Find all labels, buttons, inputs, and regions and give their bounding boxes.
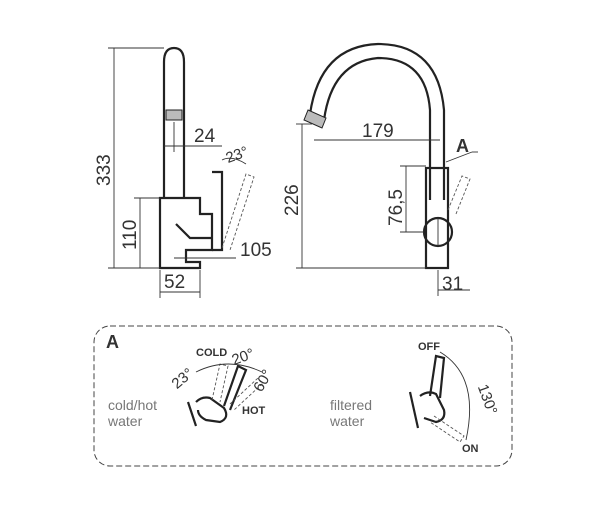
front-spout-inner — [322, 56, 432, 200]
side-body — [158, 196, 214, 270]
f-off-label: OFF — [418, 341, 440, 353]
detail-title: A — [106, 332, 119, 352]
ch-label-line1: cold/hot — [108, 397, 157, 413]
side-lever-tilted — [221, 173, 255, 251]
side-lever-neck — [175, 223, 212, 240]
dim-lever-angle: 23° — [224, 143, 251, 167]
f-on-label: ON — [462, 443, 479, 455]
front-lever-tilted — [447, 175, 471, 215]
ch-angle-c: 60° — [250, 367, 276, 395]
dim-spout-offset: 24 — [194, 126, 216, 147]
f-lever-base — [419, 391, 446, 424]
ch-label-line2: water — [107, 413, 143, 429]
ch-lever — [222, 364, 248, 411]
dim-reach: 179 — [362, 121, 394, 142]
dim-spout-height: 226 — [282, 184, 303, 216]
side-spout — [162, 46, 186, 198]
detail-cold-hot — [186, 363, 263, 427]
detail-filtered — [408, 351, 471, 443]
side-aerator — [165, 109, 183, 121]
dim-lever-reach: 105 — [240, 240, 272, 261]
dim-body-height: 110 — [120, 220, 141, 250]
front-spout-outer — [308, 42, 446, 200]
f-label-line1: filtered — [330, 397, 372, 413]
f-label-line2: water — [329, 413, 365, 429]
dim-lever-height: 76,5 — [386, 189, 407, 226]
side-lever — [212, 170, 224, 252]
f-angle: 130° — [474, 382, 501, 417]
front-body — [424, 166, 450, 270]
front-aerator — [303, 109, 327, 129]
ch-angle-b: 20° — [230, 345, 257, 369]
dim-base-width: 52 — [164, 272, 185, 293]
ch-hot-label: HOT — [242, 405, 266, 417]
detail-frame — [93, 325, 513, 467]
ch-angle-a: 23° — [169, 365, 197, 393]
dim-total-height: 333 — [94, 154, 115, 186]
ch-cold-label: COLD — [196, 347, 227, 359]
dim-base-offset: 31 — [442, 274, 463, 295]
f-lever — [428, 354, 446, 399]
detail-marker: A — [456, 136, 469, 156]
side-view — [108, 46, 255, 298]
ch-lever-base — [195, 396, 228, 424]
front-view — [296, 42, 478, 296]
